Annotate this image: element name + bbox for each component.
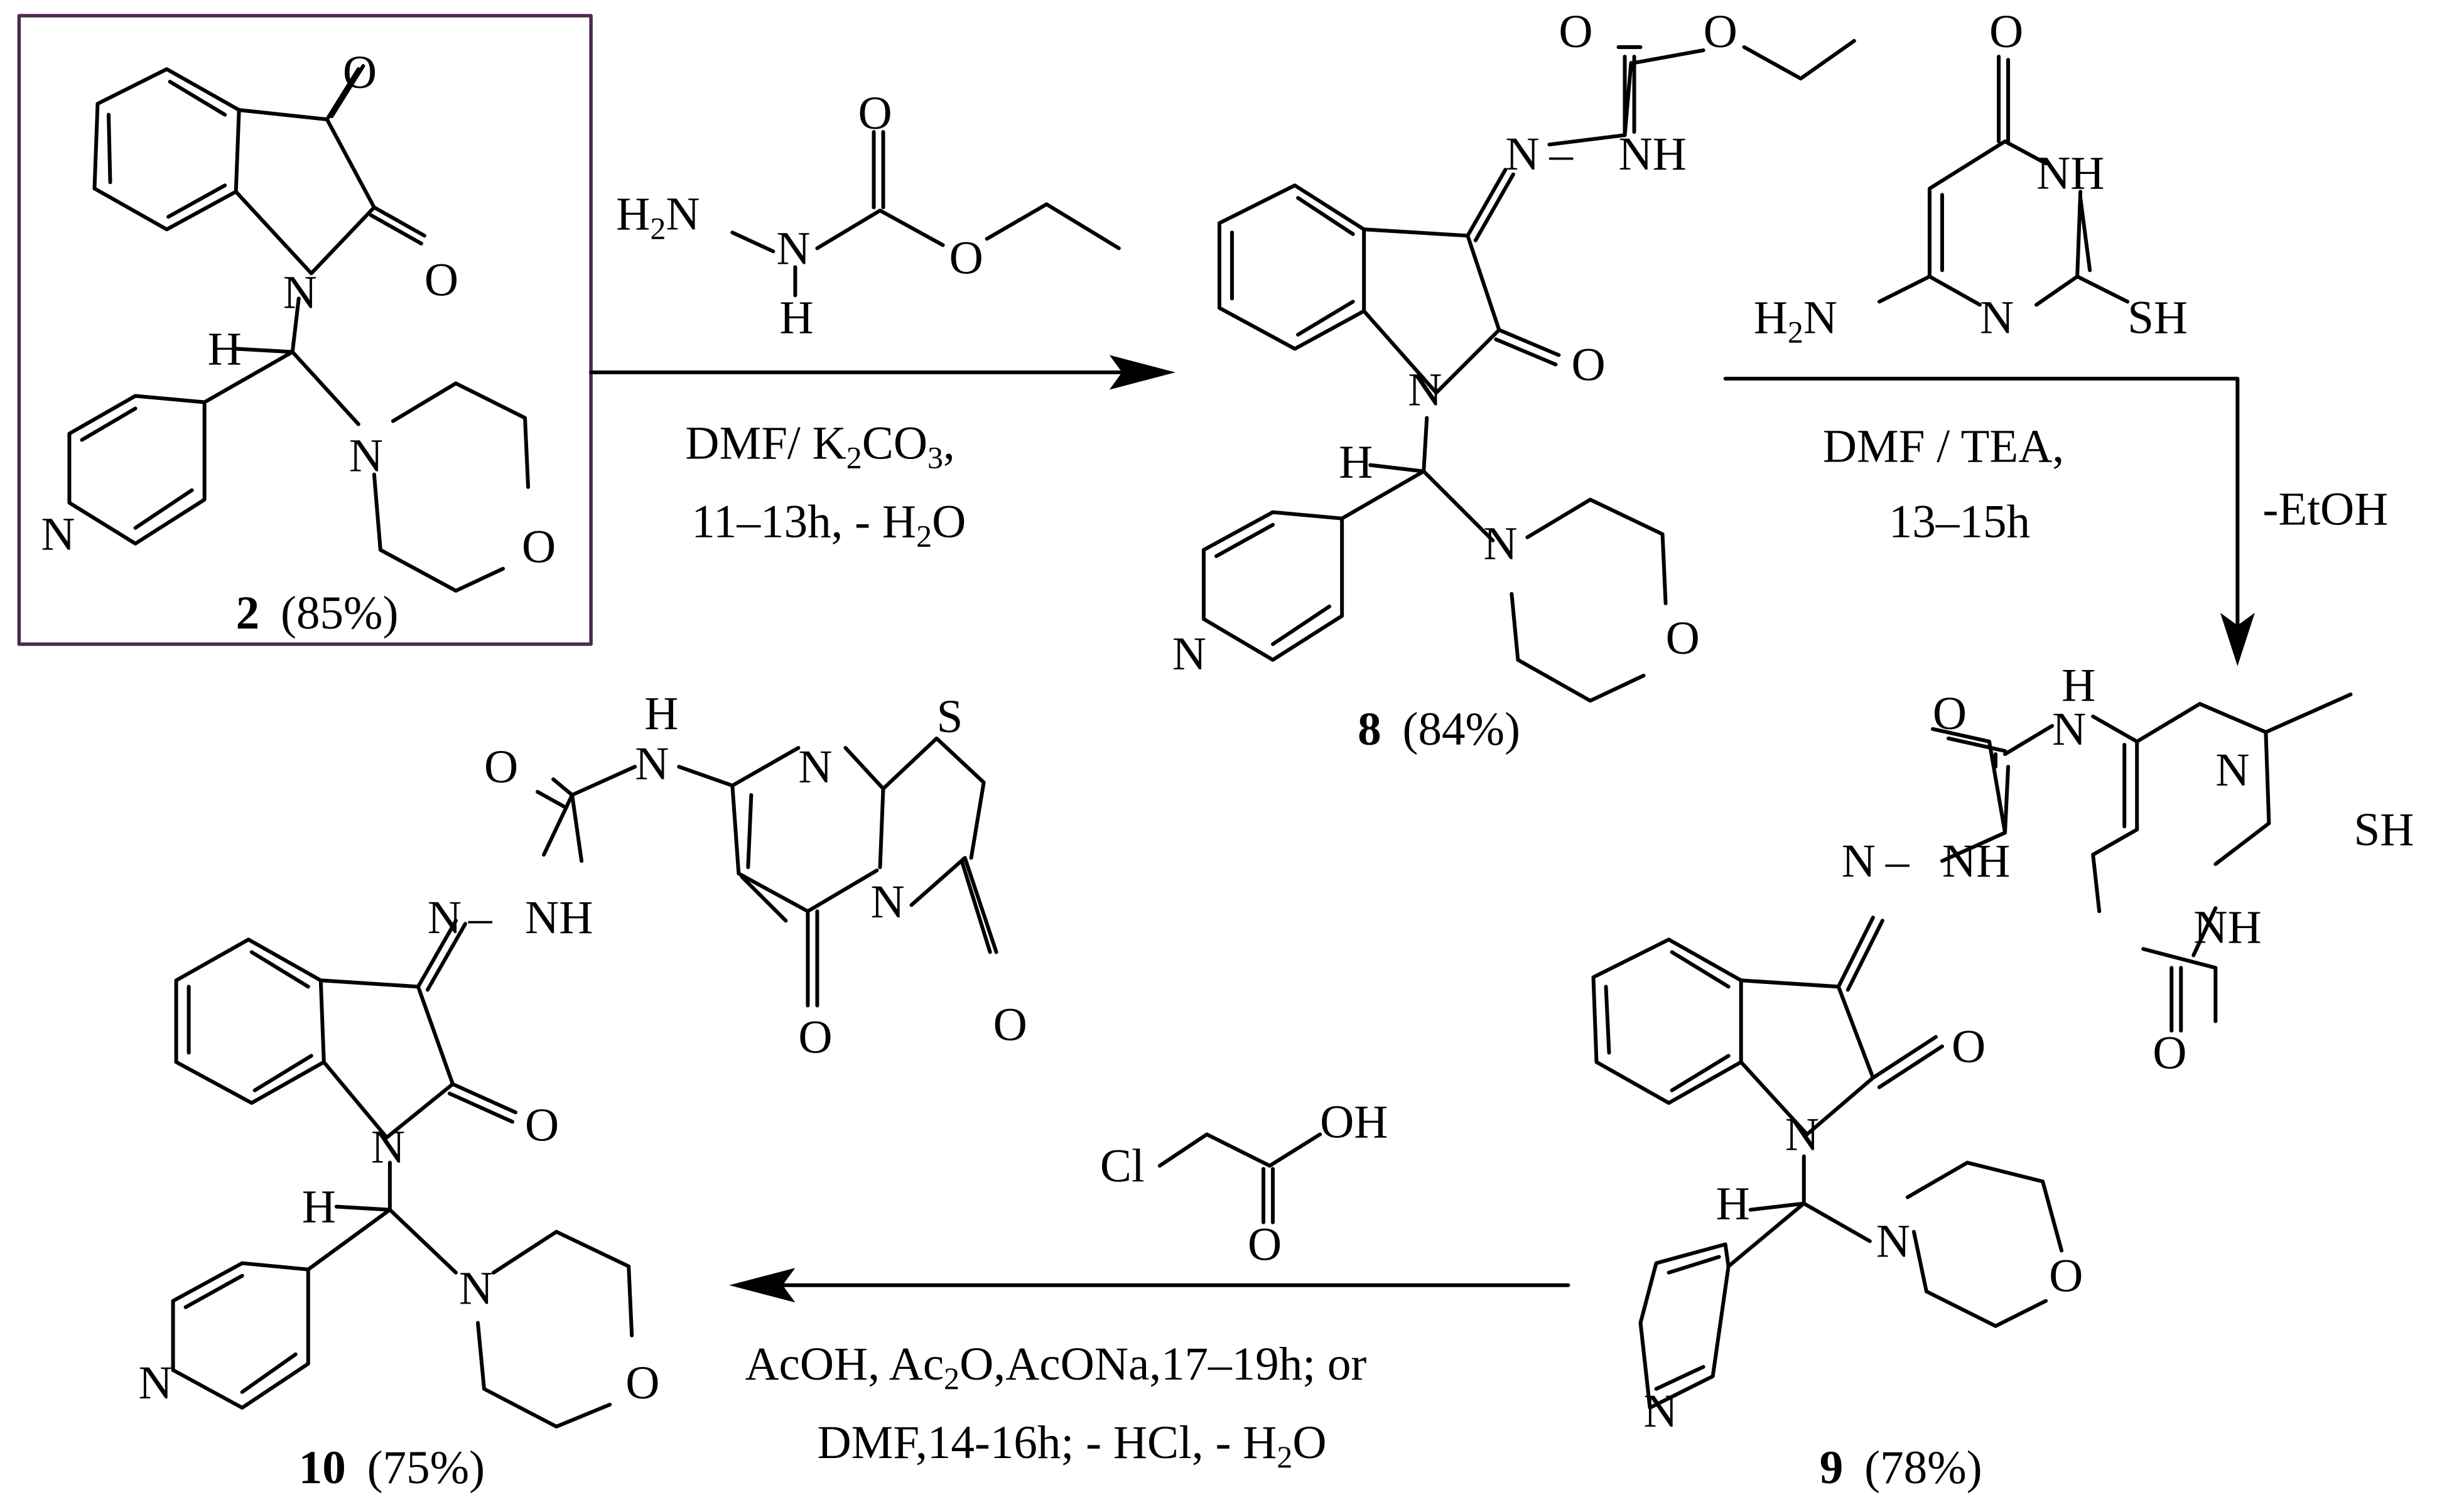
c10-atom-H2: H	[302, 1181, 336, 1233]
compound-8-structure	[1201, 39, 1856, 703]
thiouracil-atom-H2N: H2N	[1754, 291, 1837, 349]
carbazate-atom-N: N	[776, 222, 810, 274]
c8-atom-hyphen: –	[1548, 128, 1574, 180]
chloroacetic-atom-O: O	[1248, 1219, 1282, 1271]
step2-conditions-line2: 13–15h	[1889, 496, 2030, 548]
thiouracil-atom-NH: NH	[2036, 147, 2104, 199]
c8-atom-O1: O	[1559, 6, 1592, 58]
c2-atom-O2: O	[424, 254, 458, 306]
c10-atom-N6: N	[459, 1263, 493, 1315]
c9-atom-N1: N	[2052, 703, 2086, 755]
c8-atom-N4: N	[1172, 628, 1206, 680]
c9-atom-H2: H	[1716, 1178, 1750, 1230]
c10-atom-O4: O	[525, 1099, 559, 1152]
c8-atom-H: H	[1339, 436, 1373, 489]
c10-atom-N1: N	[635, 738, 669, 790]
c10-atom-N5: N	[371, 1121, 405, 1174]
arrow-step3-head	[729, 1268, 796, 1303]
thiouracil-atom-N: N	[1980, 291, 2014, 343]
c8-atom-NH: NH	[1619, 128, 1687, 180]
c2-atom-O1: O	[343, 46, 377, 99]
c10-atom-H: H	[644, 688, 678, 740]
c8-atom-O3: O	[1571, 339, 1605, 391]
compound-9-structure	[1591, 692, 2353, 1410]
c2-atom-N3: N	[41, 509, 75, 561]
chloroacetic-atom-OH: OH	[1320, 1096, 1388, 1148]
step3-conditions-line1: AcOH, Ac2O,AcONa,17–19h; or	[745, 1338, 1366, 1396]
arrow-step1-head	[1109, 355, 1175, 390]
c8-atom-N3: N	[1483, 518, 1517, 570]
c9-atom-SH: SH	[2353, 804, 2414, 856]
thiouracil-atom-O: O	[1989, 6, 2023, 58]
arrow-step2-line	[1723, 377, 2240, 627]
chloroacetic-atom-Cl: Cl	[1100, 1140, 1145, 1192]
c10-atom-O1: O	[484, 741, 518, 793]
arrow-step2-head	[2220, 612, 2255, 666]
c8-atom-N1: N	[1505, 128, 1539, 180]
c10-atom-O2: O	[798, 1011, 832, 1063]
carbazate-atom-H2N: H2N	[616, 188, 700, 246]
compound-9-label: 9 (78%)	[1820, 1442, 1982, 1494]
c10-atom-O5: O	[625, 1357, 659, 1409]
c9-atom-O4: O	[2049, 1250, 2083, 1302]
c2-atom-H: H	[208, 323, 242, 375]
c9-atom-N2: N	[2215, 744, 2249, 796]
c10-atom-N7: N	[139, 1357, 173, 1409]
compound-10-label: 10 (75%)	[299, 1442, 485, 1494]
c8-atom-N2: N	[1408, 364, 1442, 416]
c10-atom-N2: N	[798, 741, 832, 793]
c10-atom-O3: O	[993, 998, 1027, 1051]
carbazate-atom-H: H	[779, 291, 813, 343]
c9-atom-NH2: NH	[2193, 901, 2261, 953]
step3-conditions-line2: DMF,14-16h; - HCl, - H2O	[817, 1417, 1326, 1474]
c9-atom-O2: O	[1952, 1020, 1986, 1072]
c9-atom-N3: N	[1842, 835, 1876, 887]
compound-8-label: 8 (84%)	[1358, 703, 1520, 755]
c9-atom-O3: O	[2153, 1027, 2186, 1079]
step2-side-product: -EtOH	[2262, 484, 2388, 536]
carbazate-atom-O2: O	[949, 232, 983, 284]
step1-conditions-line2: 11–13h, - H2O	[691, 496, 966, 554]
c8-atom-O4: O	[1666, 612, 1700, 664]
c10-atom-N4: N	[871, 876, 905, 928]
c9-atom-N4: N	[1785, 1109, 1819, 1161]
step2-conditions-line1: DMF / TEA,	[1823, 421, 2064, 473]
ethyl-carbazate-structure	[730, 130, 1121, 298]
carbazate-atom-O1: O	[858, 87, 892, 139]
c2-atom-O3: O	[522, 521, 556, 573]
c9-atom-H: H	[2061, 659, 2095, 711]
compound-2-label: 2 (85%)	[236, 587, 399, 639]
c8-atom-O2: O	[1704, 6, 1737, 58]
c2-atom-N2: N	[349, 430, 383, 482]
c9-atom-O1: O	[1933, 688, 1967, 740]
c10-atom-NH: NH	[525, 892, 593, 944]
c10-atom-S: S	[937, 691, 963, 743]
compound-2-structure	[67, 64, 531, 593]
c9-atom-NH1: NH	[1942, 835, 2010, 887]
step1-conditions-line1: DMF/ K2CO3,	[685, 418, 955, 475]
c10-atom-hyphen: –	[468, 892, 493, 944]
chloroacetic-acid-structure	[1157, 1132, 1322, 1224]
thiouracil-atom-SH: SH	[2127, 291, 2188, 343]
c9-atom-hyphen: –	[1885, 835, 1910, 887]
c10-atom-N3: N	[428, 892, 462, 944]
compound-2-box	[17, 14, 593, 646]
c9-atom-N6: N	[1644, 1385, 1678, 1437]
c2-atom-N1: N	[283, 266, 317, 318]
c9-atom-N5: N	[1876, 1216, 1910, 1268]
aminothiouracil-structure	[1877, 55, 2130, 307]
compound-10-structure	[171, 736, 998, 1429]
